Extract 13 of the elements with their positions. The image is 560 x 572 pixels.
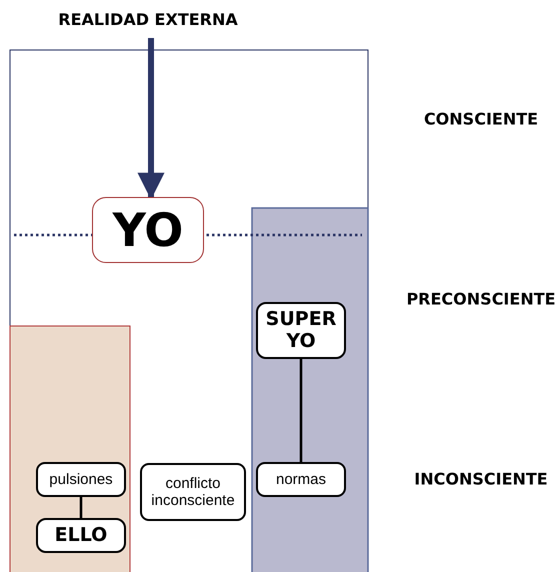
connector-line (300, 359, 302, 462)
arrow (138, 38, 164, 200)
term-box: conflicto inconsciente (140, 463, 246, 521)
term-box: pulsiones (36, 462, 126, 497)
concept-box: ELLO (36, 518, 126, 553)
level-label: PRECONSCIENTE (406, 290, 556, 308)
ego-box: YO (92, 197, 204, 263)
level-label: CONSCIENTE (424, 110, 538, 128)
level-label: INCONSCIENTE (414, 470, 548, 488)
term-box: normas (256, 462, 346, 497)
concept-box: SUPER YO (256, 302, 346, 359)
connector-line (80, 497, 82, 518)
heading-text: REALIDAD EXTERNA (58, 10, 238, 30)
